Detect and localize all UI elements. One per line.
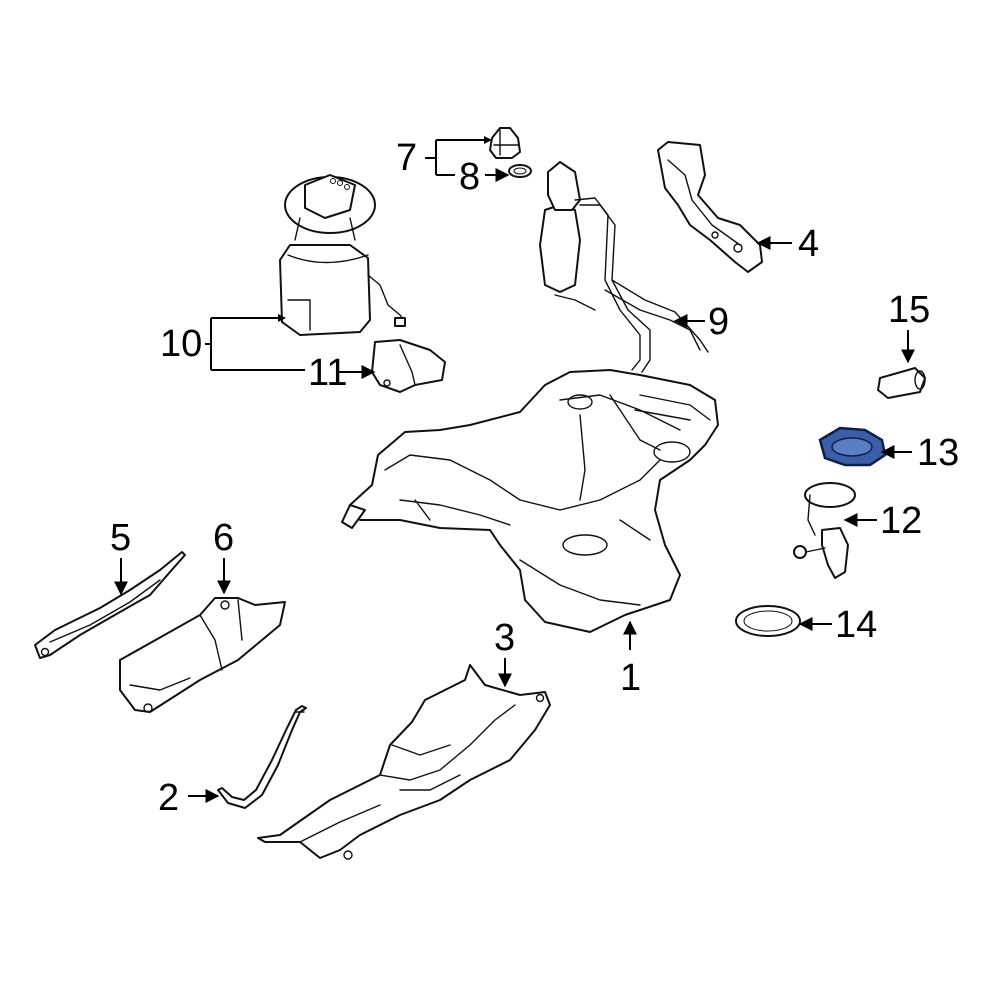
part-fuel-filter[interactable]: [877, 367, 926, 399]
callout-4: 4: [798, 223, 819, 265]
callout-6: 6: [213, 517, 234, 559]
callout-7: 7: [396, 137, 417, 179]
callout-1: 1: [620, 657, 641, 699]
part-sender-gasket-highlighted[interactable]: [818, 426, 887, 467]
callout-5: 5: [110, 517, 131, 559]
part-fuel-tank[interactable]: [341, 369, 719, 633]
callout-13: 13: [917, 432, 959, 474]
part-fuel-pump-assembly[interactable]: [279, 174, 406, 336]
callout-11: 11: [308, 352, 347, 394]
part-side-heat-shield[interactable]: [119, 597, 286, 713]
part-o-ring[interactable]: [508, 164, 532, 178]
callout-2: 2: [158, 777, 179, 819]
callout-10: 10: [160, 323, 202, 365]
leader-lines: [114, 136, 915, 803]
callout-labels: 1 2 3 4 5 6 7 8 9 10 11 12 13 14 15: [110, 137, 959, 819]
part-tank-strap[interactable]: [217, 705, 307, 809]
callout-9: 9: [708, 301, 729, 343]
part-fuel-level-sender[interactable]: [793, 482, 856, 579]
part-upper-bracket[interactable]: [657, 141, 763, 273]
part-control-module[interactable]: [371, 339, 446, 393]
callout-14: 14: [835, 604, 877, 646]
part-seal-ring[interactable]: [735, 605, 801, 637]
part-filler-neck[interactable]: [539, 161, 709, 373]
callout-15: 15: [888, 289, 930, 331]
part-long-bracket[interactable]: [34, 551, 186, 659]
callout-12: 12: [880, 500, 922, 542]
part-lower-heat-shield[interactable]: [257, 664, 551, 860]
callout-8: 8: [459, 156, 480, 198]
part-filler-cap[interactable]: [489, 127, 521, 159]
callout-3: 3: [494, 617, 515, 659]
